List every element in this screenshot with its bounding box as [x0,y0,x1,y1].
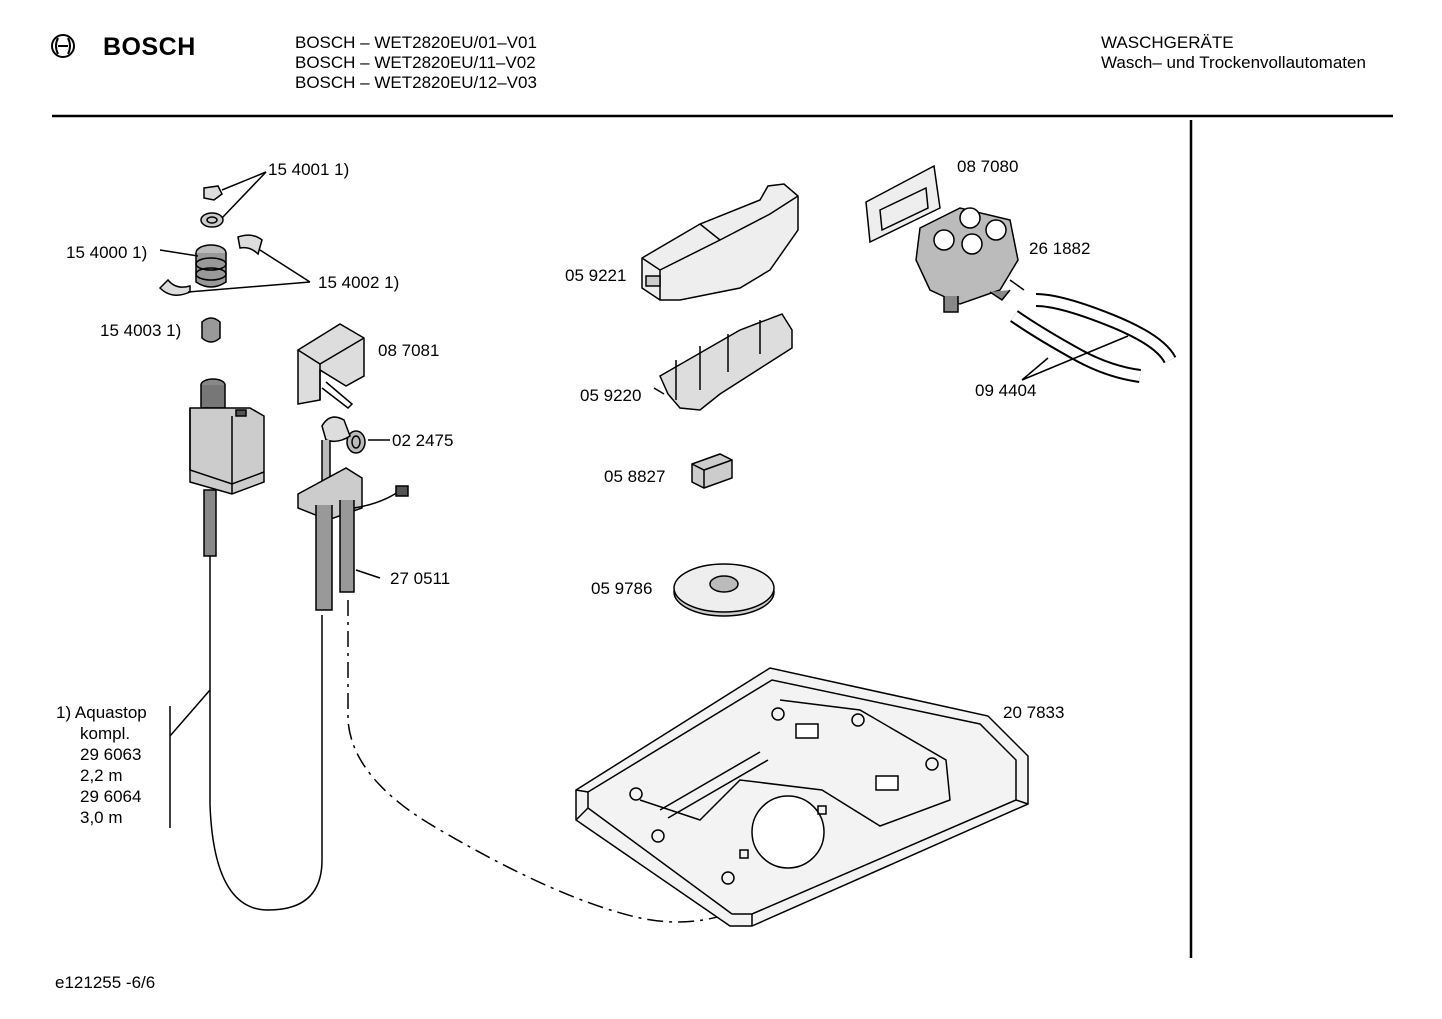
note-line-2: kompl. [80,724,131,743]
drawing-code: e121255 -6/6 [55,973,156,992]
label-154002: 15 4002 1) [318,273,400,292]
model-line-3: BOSCH – WET2820EU/12–V03 [295,73,537,92]
part-154001-nut [200,185,224,228]
part-154000-connector [195,244,227,288]
label-094404: 09 4404 [975,381,1037,400]
note-line-6: 3,0 m [80,808,123,827]
brand-name: BOSCH [103,33,196,61]
label-087080: 08 7080 [957,157,1019,176]
model-line-1: BOSCH – WET2820EU/01–V01 [295,33,537,52]
part-022475-seal [346,430,366,454]
category-subtitle: Wasch– und Trockenvollautomaten [1101,53,1366,72]
note-line-3: 29 6063 [80,745,142,764]
part-154002-clips [158,234,263,296]
note-line-1: 1) Aquastop [56,703,147,722]
label-154001: 15 4001 1) [268,160,350,179]
label-058827: 05 8827 [604,467,666,486]
part-207833-baseplate [575,667,1029,927]
part-059786-disc [673,563,775,617]
label-270511: 27 0511 [390,569,451,588]
drain-hose-path [347,600,791,923]
part-087080-plate [865,164,941,244]
part-261882-valve [915,207,1025,313]
label-207833: 20 7833 [1003,703,1065,722]
label-059221: 05 9221 [565,266,627,285]
bosch-logo [50,33,76,64]
label-087081: 08 7081 [378,341,440,360]
inlet-hose-assembly [297,416,409,611]
model-line-2: BOSCH – WET2820EU/11–V02 [295,53,536,72]
part-058827-connector [691,453,733,489]
part-087081-bracket [297,323,365,409]
label-059220: 05 9220 [580,386,642,405]
label-154003: 15 4003 1) [100,321,182,340]
label-059786: 05 9786 [591,579,653,598]
aquastop-note: 1) Aquastop kompl. 29 6063 2,2 m 29 6064… [56,702,147,828]
bosch-armature-icon [51,34,75,58]
part-094404-hoses [1010,293,1177,383]
note-line-5: 29 6064 [80,787,142,806]
part-059221-cover [641,183,799,301]
note-line-4: 2,2 m [80,766,123,785]
part-059220-holder [653,313,793,411]
label-022475: 02 2475 [392,431,454,450]
label-154000: 15 4000 1) [66,243,148,262]
aquastop-valve-box [189,378,265,557]
aquastop-hose [209,556,323,911]
label-261882: 26 1882 [1029,239,1091,258]
part-154003-cap [201,317,221,343]
category-title: WASCHGERÄTE [1101,33,1234,52]
